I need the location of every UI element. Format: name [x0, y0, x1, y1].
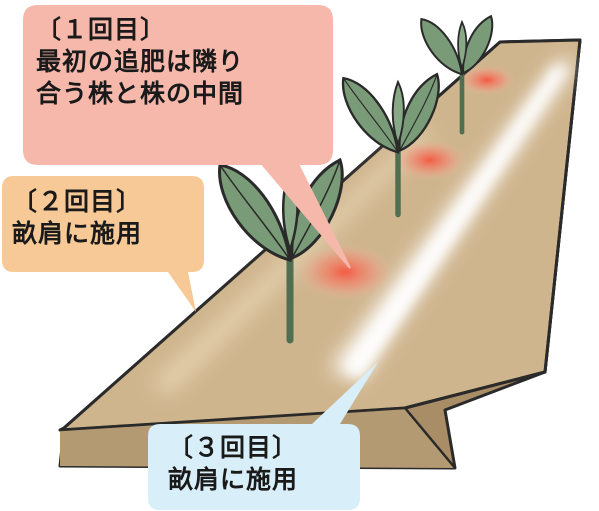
fertilizer-spot [297, 244, 393, 300]
callout-first-line2: 合う株と株の中間 [36, 79, 245, 108]
callout-third-heading: 〔３回目〕 [168, 433, 299, 462]
callout-third-line1: 畝肩に施用 [168, 465, 299, 494]
callout-second-heading: 〔２回目〕 [12, 187, 143, 216]
callout-first-bubble [23, 5, 351, 269]
fertilizer-spot [459, 65, 515, 95]
callout-second-line1: 畝肩に施用 [12, 219, 143, 248]
callout-second: 〔２回目〕 畝肩に施用 [12, 186, 142, 250]
callout-second-bubble [2, 176, 204, 312]
seedling-icon [341, 72, 440, 218]
callout-first-heading: 〔１回目〕 [36, 15, 167, 44]
callout-first-line1: 最初の追肥は隣り [36, 47, 245, 76]
callout-third: 〔３回目〕 畝肩に施用 [168, 432, 298, 496]
fertilizer-spots [297, 65, 515, 300]
fertilizer-spot [394, 140, 466, 180]
seedling-icon [420, 14, 494, 135]
callout-third-bubble [148, 362, 378, 510]
callout-first: 〔１回目〕 最初の追肥は隣り 合う株と株の中間 [36, 14, 244, 110]
